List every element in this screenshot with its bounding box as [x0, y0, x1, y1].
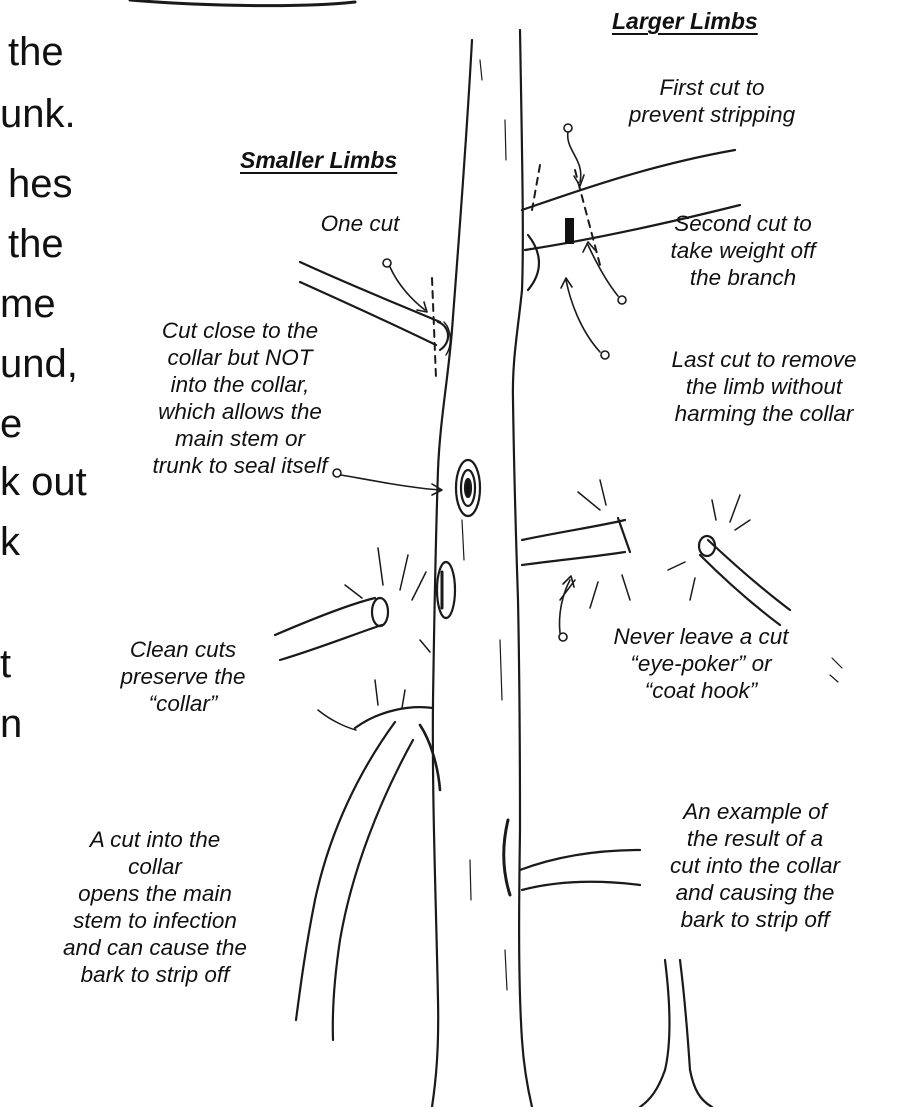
- label-example-result: An example of the result of a cut into t…: [620, 798, 890, 933]
- label-cut-close: Cut close to the collar but NOT into the…: [124, 317, 356, 479]
- stub-right: [522, 518, 630, 565]
- heading-larger-limbs: Larger Limbs: [612, 8, 758, 35]
- label-second-cut: Second cut to take weight off the branch: [638, 210, 848, 291]
- body-text-line-10: t: [0, 640, 11, 688]
- body-text-line-8: k out: [0, 458, 87, 506]
- body-text-line-7: e: [0, 400, 22, 448]
- label-never-leave: Never leave a cut “eye-poker” or “coat h…: [576, 623, 826, 704]
- collar-scar: [437, 562, 455, 618]
- label-first-cut: First cut to prevent stripping: [592, 74, 832, 128]
- callout-arrows: [333, 124, 626, 641]
- label-last-cut: Last cut to remove the limb without harm…: [628, 346, 900, 427]
- tree-trunk: [432, 30, 532, 1107]
- cut-branch-piece-left: [275, 598, 388, 660]
- body-text-line-5: me: [0, 280, 56, 328]
- body-text-line-9: k: [0, 518, 20, 566]
- label-cut-into-collar: A cut into the collar opens the main ste…: [10, 826, 300, 988]
- torn-branch-left: [296, 707, 440, 1040]
- body-text-line-1: the: [8, 28, 64, 76]
- body-text-line-11: n: [0, 700, 22, 748]
- second-cut-mark: [565, 218, 574, 244]
- cropped-text-top: [130, 0, 355, 6]
- label-clean-cuts: Clean cuts preserve the “collar”: [88, 636, 278, 717]
- root-fragment: [640, 960, 712, 1107]
- body-text-line-2: unk.: [0, 90, 76, 138]
- cut-branch-piece-right: [699, 536, 790, 625]
- body-text-line-3: hes: [8, 160, 73, 208]
- healed-knot: [456, 460, 480, 516]
- label-one-cut: One cut: [290, 210, 430, 237]
- heading-smaller-limbs: Smaller Limbs: [240, 147, 397, 174]
- body-text-line-4: the: [8, 220, 64, 268]
- flourish: [830, 658, 842, 682]
- body-text-line-6: und,: [0, 340, 78, 388]
